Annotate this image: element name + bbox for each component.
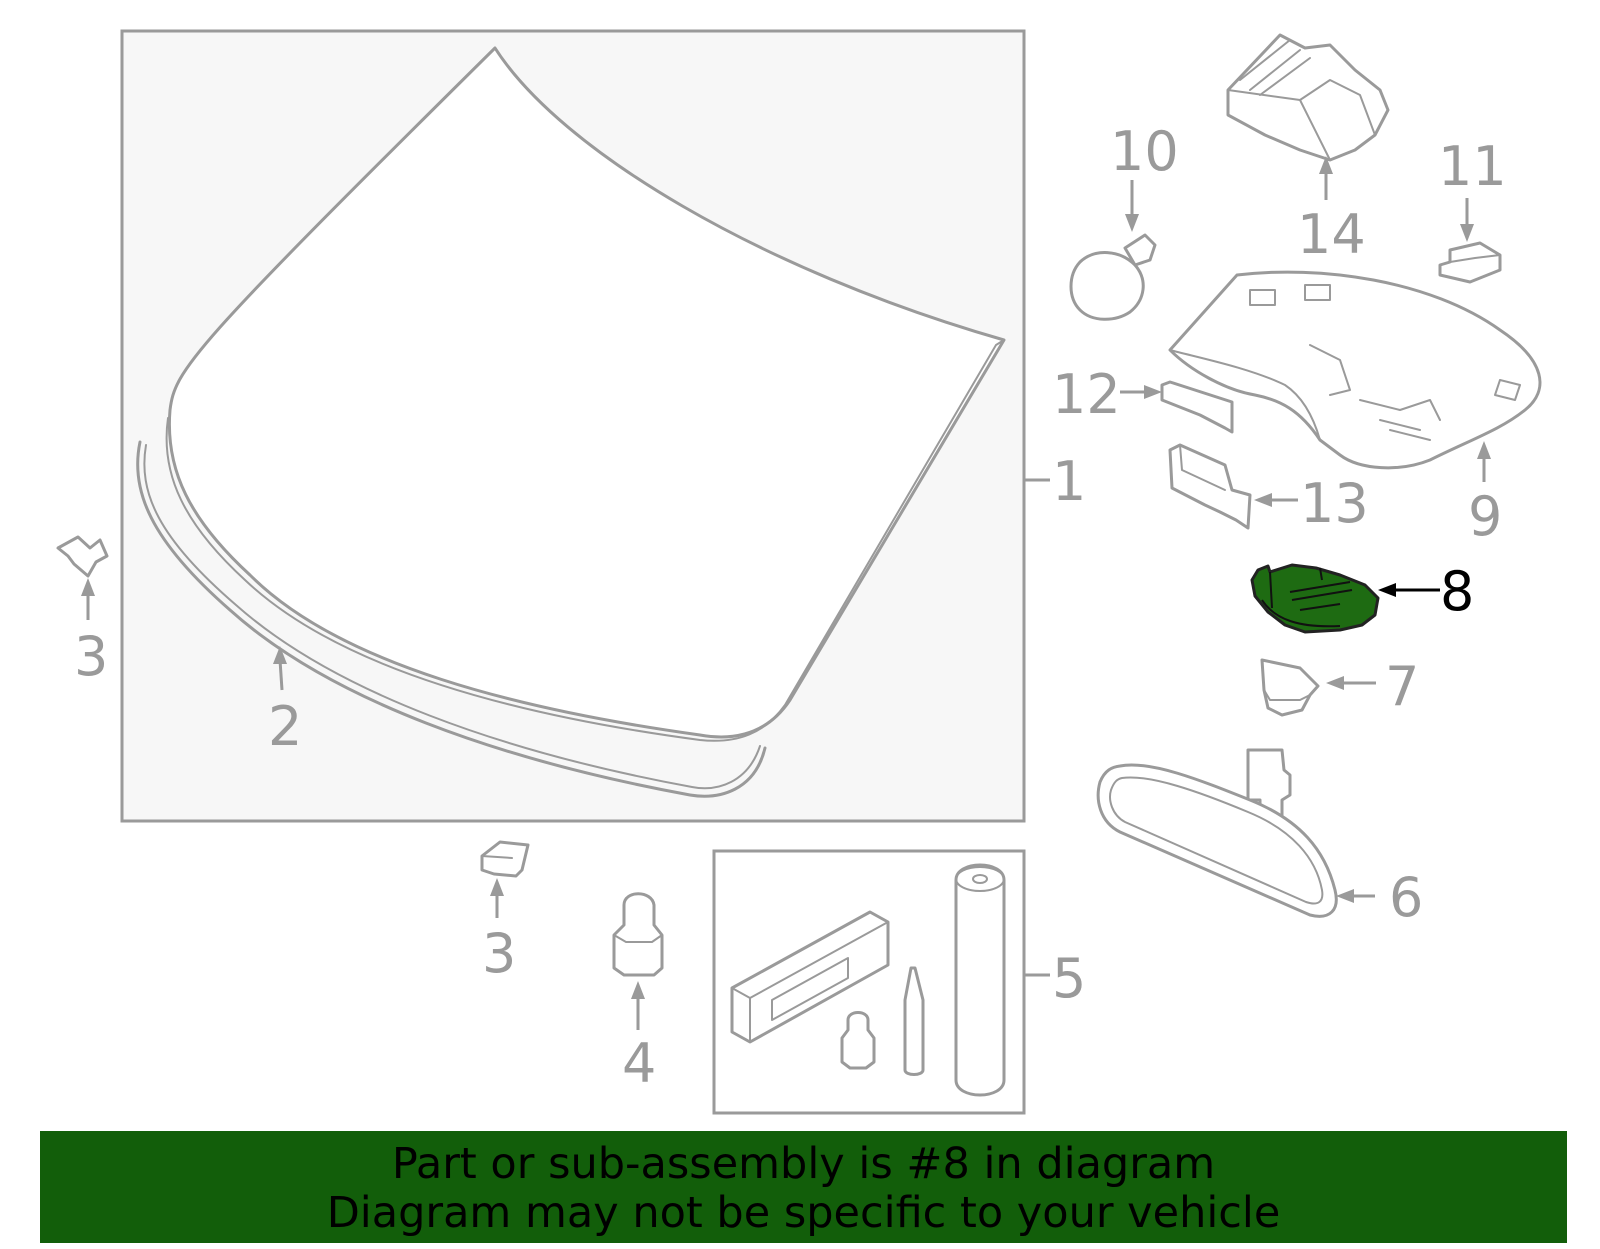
callout-10: 10 — [1110, 120, 1179, 183]
clip-3-bottom: 3 — [480, 840, 530, 985]
bracket-12: 12 — [1052, 363, 1234, 434]
banner-line-2: Diagram may not be specific to your vehi… — [326, 1188, 1281, 1238]
install-kit-box — [712, 849, 1026, 1115]
windshield-assembly-box — [120, 29, 1026, 823]
stud-4: 4 — [612, 892, 664, 1095]
callout-3-left: 3 — [74, 625, 108, 688]
windshield-glass — [167, 46, 1006, 739]
callout-14: 14 — [1297, 203, 1366, 266]
callout-9: 9 — [1468, 485, 1502, 548]
callout-11: 11 — [1438, 135, 1507, 198]
banner-line-1: Part or sub-assembly is #8 in diagram — [391, 1139, 1216, 1189]
callout-7: 7 — [1385, 655, 1419, 718]
rearview-mirror-6: 6 — [1096, 748, 1423, 929]
callout-5: 5 — [1052, 947, 1086, 1010]
mirror-cover-8-highlighted: 8 — [1250, 560, 1474, 634]
info-banner: Part or sub-assembly is #8 in diagram Di… — [40, 1131, 1567, 1243]
clip-11: 11 — [1438, 135, 1507, 284]
clip-3-left: 3 — [56, 535, 109, 688]
sensor-10: 10 — [1069, 120, 1179, 321]
mirror-mount-7: 7 — [1260, 655, 1419, 718]
windshield-moulding — [136, 440, 767, 798]
module-14: 14 — [1226, 33, 1390, 266]
callout-6: 6 — [1389, 866, 1423, 929]
callout-13: 13 — [1300, 472, 1369, 535]
callout-4: 4 — [622, 1032, 656, 1095]
callout-2: 2 — [268, 695, 302, 758]
callout-8: 8 — [1440, 560, 1474, 623]
bracket-13: 13 — [1168, 443, 1369, 535]
callout-3-bottom: 3 — [482, 922, 516, 985]
callout-1: 1 — [1052, 450, 1086, 513]
callout-12: 12 — [1052, 363, 1121, 426]
mirror-housing-9: 9 — [1168, 270, 1542, 548]
